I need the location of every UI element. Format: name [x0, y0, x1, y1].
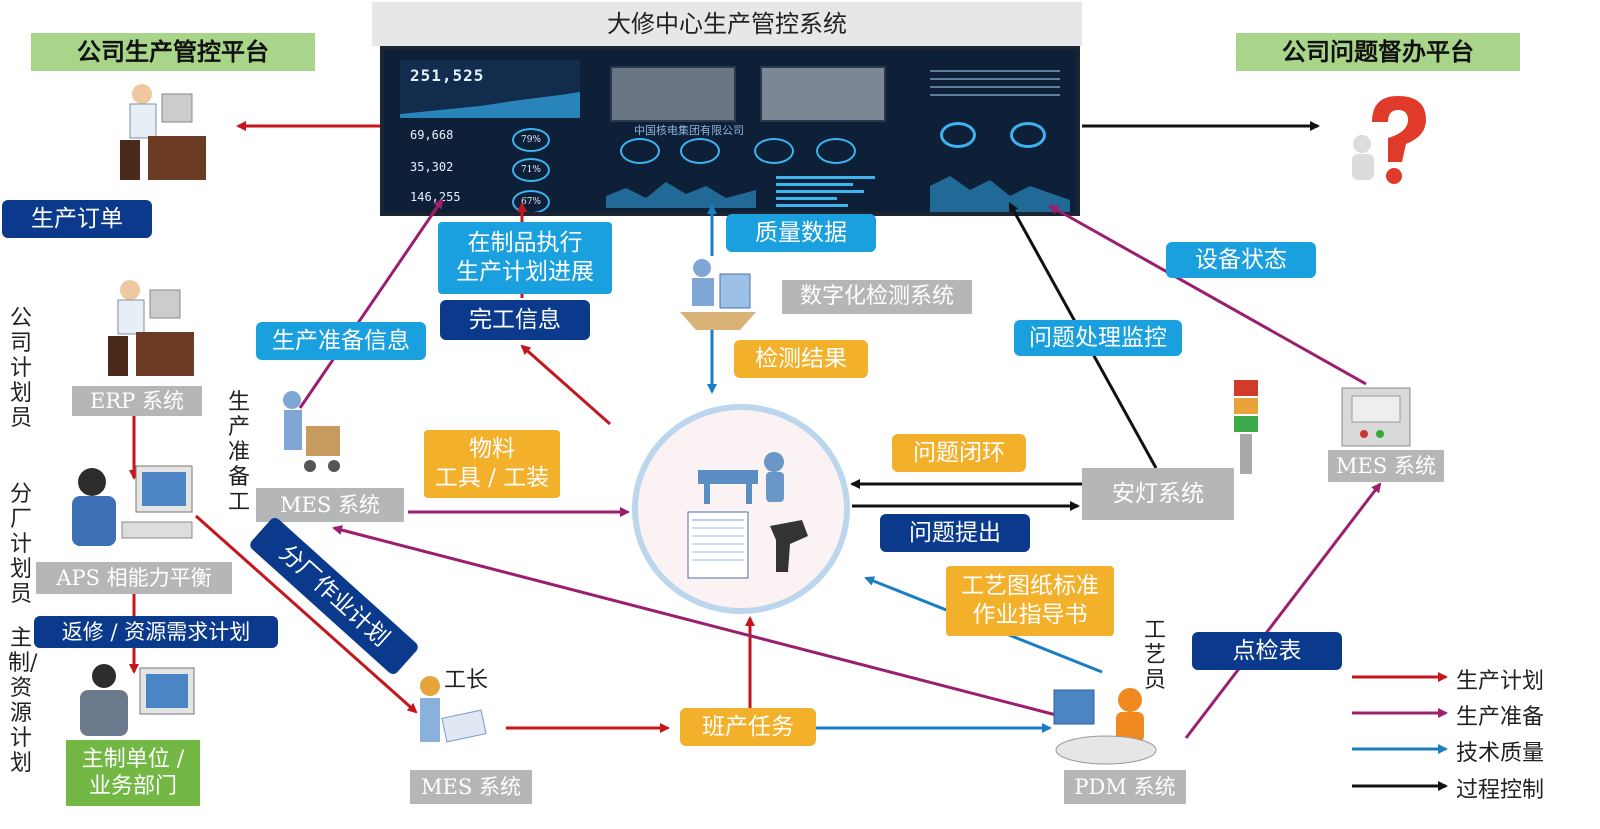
material-line2: 工具 / 工装 — [434, 465, 550, 491]
workstation-icon — [687, 452, 808, 579]
legend-label-quality: 技术质量 — [1456, 741, 1545, 766]
company-manager-icon — [120, 84, 206, 180]
branch-planner-role: 分厂计划员 — [9, 482, 32, 607]
dashboard-stat-1: 69,668 — [410, 128, 454, 142]
main-resource-planner-role: 主制/资源计划 — [8, 626, 38, 776]
quality-data-label: 质量数据 — [726, 214, 876, 252]
process-line2: 作业指导书 — [972, 602, 1088, 628]
dashboard-gauge-2: 71% — [512, 158, 550, 182]
company-planner-role: 公司计划员 — [9, 306, 32, 431]
wip-line1: 在制品执行 — [467, 230, 583, 257]
production-order-label: 生产订单 — [2, 200, 152, 238]
dashboard-stat-3: 146,255 — [410, 190, 461, 204]
dashboard-line-chart — [606, 182, 756, 208]
center-title: 大修中心生产管控系统 — [372, 2, 1082, 46]
prep-info-label: 生产准备信息 — [256, 322, 426, 360]
process-doc-label: 工艺图纸标准 作业指导书 — [946, 566, 1114, 636]
repair-resource-plan-label: 返修 / 资源需求计划 — [34, 616, 278, 648]
dashboard-company: 中国核电集团有限公司 — [634, 124, 744, 137]
dashboard-gauge-3: 67% — [512, 190, 550, 212]
process-line1: 工艺图纸标准 — [961, 573, 1099, 600]
dept-label-line1: 主制单位 / — [81, 746, 185, 772]
prep-worker-icon — [283, 391, 340, 472]
dept-label-line2: 业务部门 — [88, 774, 177, 799]
arrow-aps-to-foreman — [195, 514, 418, 714]
mes-bottom-label: MES 系统 — [410, 770, 532, 804]
prep-worker-role: 生产准备工 — [227, 390, 250, 515]
shift-task-label: 班产任务 — [680, 708, 816, 746]
wip-progress-label: 在制品执行 生产计划进展 — [438, 222, 612, 294]
issue-monitoring-label: 问题处理监控 — [1014, 320, 1182, 356]
erp-system-label: ERP 系统 — [72, 386, 202, 416]
legend-label-control: 过程控制 — [1456, 778, 1545, 803]
andon-system-label: 安灯系统 — [1082, 468, 1234, 520]
mes-right-label: MES 系统 — [1328, 450, 1444, 482]
dept-user-icon — [80, 664, 195, 736]
arrow-pdm-to-mes-right — [1184, 482, 1382, 739]
issue-raised-label: 问题提出 — [880, 514, 1030, 552]
pdm-system-label: PDM 系统 — [1064, 770, 1186, 804]
aps-label: APS 相能力平衡 — [36, 562, 232, 594]
arrow-center-to-completion — [520, 344, 611, 426]
digital-inspection-label: 数字化检测系统 — [782, 280, 972, 314]
dashboard-table — [930, 64, 1060, 102]
left-platform-header: 公司生产管控平台 — [31, 33, 315, 71]
material-tooling-label: 物料 工具 / 工装 — [424, 430, 560, 498]
equipment-status-label: 设备状态 — [1166, 242, 1316, 278]
foreman-label: 工长 — [444, 668, 489, 693]
dashboard-camera-1 — [610, 66, 736, 122]
central-workstation-circle — [632, 404, 850, 614]
question-mark-icon — [1352, 96, 1426, 184]
dept-label: 主制单位 / 业务部门 — [66, 740, 200, 806]
pdm-engineer-icon — [1053, 688, 1157, 765]
dashboard-area-chart-2 — [930, 176, 1070, 212]
issue-closed-label: 问题闭环 — [892, 434, 1026, 472]
inspection-user-icon — [680, 259, 756, 330]
dashboard-bar-list — [776, 172, 886, 211]
mes-left-label: MES 系统 — [256, 488, 404, 522]
material-line1: 物料 — [469, 436, 515, 463]
checklist-label: 点检表 — [1192, 632, 1342, 670]
legend-label-prep: 生产准备 — [1456, 705, 1545, 730]
arrow-prep-to-dashboard — [298, 198, 444, 409]
legend-label-plan: 生产计划 — [1456, 669, 1545, 694]
right-platform-header: 公司问题督办平台 — [1236, 33, 1520, 71]
dashboard-stat-2: 35,302 — [410, 160, 454, 174]
foreman-icon — [420, 676, 487, 743]
mes-terminal-icon — [1341, 387, 1411, 447]
completion-info-label: 完工信息 — [440, 300, 590, 340]
arrow-pdm-to-mes — [332, 525, 1061, 718]
dashboard-area-chart — [400, 92, 580, 118]
dashboard-gauge-1: 79% — [512, 128, 550, 152]
erp-user-icon — [108, 280, 194, 376]
dashboard-big-number: 251,525 — [410, 66, 485, 85]
andon-light-icon — [1234, 380, 1258, 474]
dashboard-camera-2 — [760, 66, 886, 122]
arrow-mes-right-to-dashboard — [1048, 204, 1367, 386]
aps-user-icon — [72, 465, 193, 546]
wip-line2: 生产计划进展 — [456, 259, 594, 285]
process-engineer-role: 工艺员 — [1143, 618, 1166, 693]
inspection-result-label: 检测结果 — [734, 340, 868, 378]
